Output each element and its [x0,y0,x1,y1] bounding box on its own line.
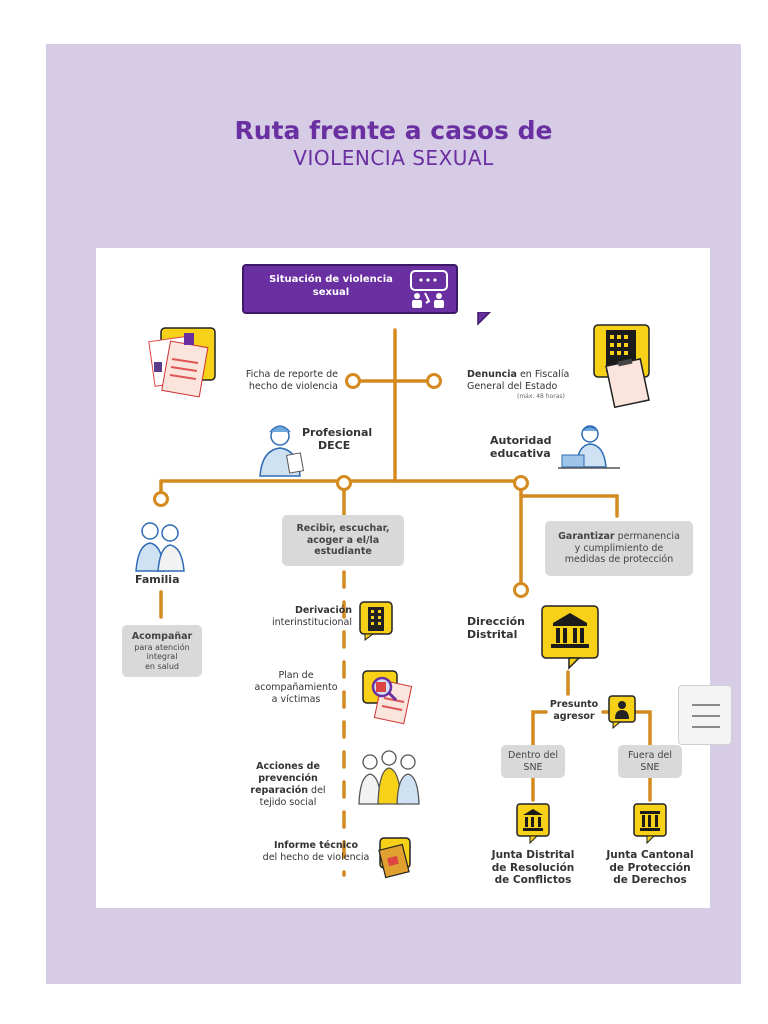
autoridad-node [513,475,529,491]
institution-icon [516,803,550,845]
institution-icon [633,803,667,845]
presentation-icon [410,270,448,308]
familia-node [153,491,169,507]
acompanar-box: Acompañar para atención integral en salu… [122,625,202,677]
menu-icon-bar [692,704,720,706]
counselor-icon [259,425,305,477]
denuncia-label: Denuncia en Fiscalía General del Estado … [467,369,570,400]
report-documents-icon [148,327,216,398]
dece-node [336,475,352,491]
building-icon [359,601,393,641]
top-box-tail [477,312,492,326]
menu-icon-bar [692,715,720,717]
report-folder-icon [378,837,411,879]
top-situation-box: Situación de violencia sexual [242,264,458,314]
page-title: Ruta frente a casos de [234,116,553,145]
ficha-node [345,373,361,389]
authority-laptop-icon [558,425,620,469]
person-icon [608,695,636,730]
denuncia-node [426,373,442,389]
page-subtitle: VIOLENCIA SEXUAL [293,146,494,170]
institution-icon [541,605,599,670]
menu-icon-bar [692,726,720,728]
familia-label: Familia [135,573,180,586]
top-situation-label: Situación de violencia sexual [269,274,393,298]
direccion-node [513,582,529,598]
building-document-icon [593,324,650,409]
group-people-icon [358,750,420,805]
family-icon [135,522,185,572]
acciones-label: Acciones de prevención reparación del te… [250,761,326,808]
menu-button[interactable] [678,685,732,745]
garantizar-box: Garantizar permanencia y cumplimiento de… [545,521,693,576]
magnifier-documents-icon [362,670,413,725]
